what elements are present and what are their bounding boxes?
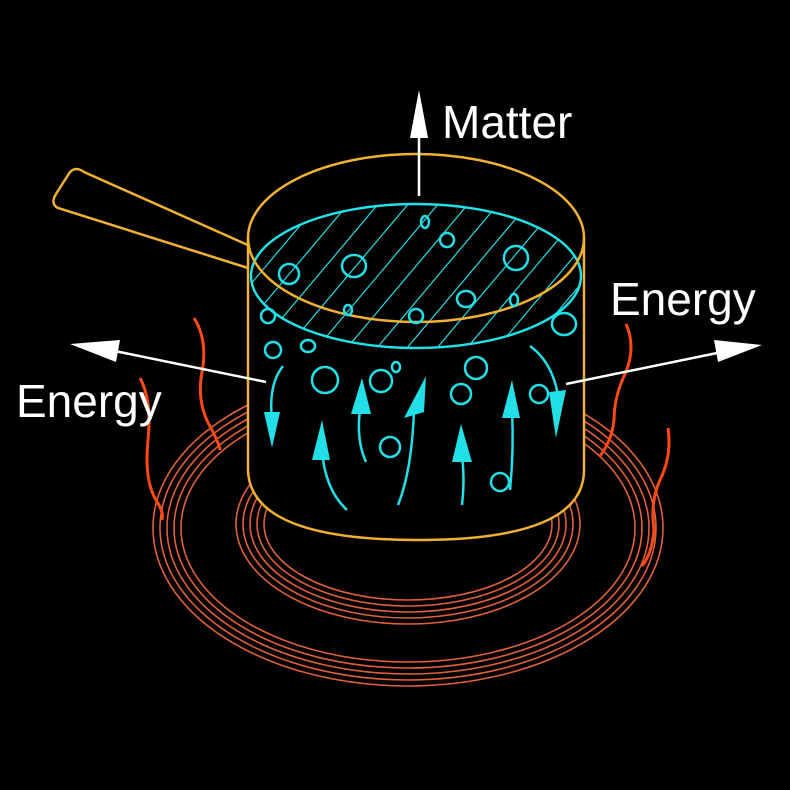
- energy-arrow-right: [565, 340, 762, 386]
- energy-arrow-left: [70, 340, 267, 384]
- matter-label: Matter: [442, 96, 572, 148]
- matter-arrow: [410, 90, 428, 196]
- pot-body-fill: [248, 250, 584, 540]
- bubbles: [259, 214, 578, 493]
- convection-arrows: [264, 344, 566, 511]
- heat-waves: [138, 317, 671, 567]
- energy-label-right: Energy: [610, 273, 756, 325]
- energy-label-left: Energy: [16, 375, 162, 427]
- pot-handle: [52, 167, 251, 270]
